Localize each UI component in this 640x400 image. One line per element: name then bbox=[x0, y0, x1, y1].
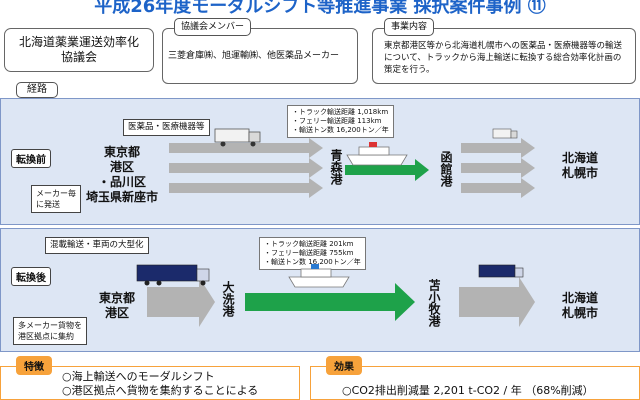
before-port2: 函館港 bbox=[439, 151, 453, 187]
after-note: 多メーカー貨物を 港区拠点に集約 bbox=[13, 317, 87, 345]
before-arrow-top-right bbox=[461, 138, 535, 158]
project-name-box: 北海道薬業運送効率化 協議会 bbox=[4, 28, 154, 72]
before-stat-truck: ・トラック輸送距離 1,018km bbox=[292, 108, 389, 116]
effects-item-1: ○CO2排出削減量 2,201 t-CO2 / 年 （68%削減） bbox=[342, 384, 594, 397]
before-arrow-mid-left bbox=[169, 158, 323, 178]
after-stat-truck: ・トラック輸送距離 201km bbox=[264, 240, 354, 248]
after-port1: 大洗港 bbox=[221, 281, 235, 317]
content-label: 事業内容 bbox=[384, 18, 435, 36]
features-list: ○海上輸送へのモーダルシフト ○港区拠点へ貨物を集約することによる bbox=[62, 370, 258, 398]
after-origin-line1: 東京都 bbox=[98, 291, 135, 305]
features-label: 特徴 bbox=[16, 356, 52, 375]
before-port1: 青森港 bbox=[329, 149, 343, 185]
project-name-line2: 協議会 bbox=[60, 50, 97, 64]
features-item-2: ○港区拠点へ貨物を集約することによる bbox=[62, 384, 259, 397]
before-cargo-tag: 医薬品・医療機器等 bbox=[123, 119, 210, 136]
content-box bbox=[372, 28, 636, 84]
after-destination: 北海道 札幌市 bbox=[545, 291, 615, 321]
members-box bbox=[162, 28, 358, 84]
before-arrow-top-left bbox=[169, 138, 323, 158]
content-text: 東京都港区等から北海道札幌市への医薬品・医療機器等の輸送について、トラックから海… bbox=[384, 41, 623, 75]
after-stat-tons: ・輸送トン数 16,200トン／年 bbox=[264, 258, 361, 266]
before-origin-line2: 港区 bbox=[109, 160, 134, 174]
after-truck-icon bbox=[136, 264, 210, 286]
before-origin-line1: 東京都 bbox=[103, 145, 140, 159]
before-stats: ・トラック輸送距離 1,018km ・フェリー輸送距離 113km ・輸送トン数… bbox=[287, 105, 394, 138]
before-label: 転換前 bbox=[11, 149, 51, 168]
after-destination-line2: 札幌市 bbox=[561, 306, 598, 320]
before-origin: 東京都 港区 ・品川区 埼玉県新座市 bbox=[77, 145, 167, 205]
route-label: 経路 bbox=[16, 82, 58, 98]
after-section: 転換後 東京都 港区 多メーカー貨物を 港区拠点に集約 混載輸送・車両の大型化 … bbox=[0, 228, 640, 352]
after-arrow-ferry bbox=[245, 283, 415, 321]
before-truck-icon bbox=[214, 128, 261, 147]
before-arrow-ferry bbox=[345, 159, 429, 181]
after-origin: 東京都 港区 bbox=[87, 291, 147, 321]
before-stat-tons: ・輸送トン数 16,200トン／年 bbox=[292, 126, 389, 134]
effects-list: ○CO2排出削減量 2,201 t-CO2 / 年 （68%削減） bbox=[342, 384, 594, 398]
members-text: 三菱倉庫㈱、旭運輸㈱、他医薬品メーカー bbox=[168, 51, 340, 61]
effects-label: 効果 bbox=[326, 356, 362, 375]
after-destination-line1: 北海道 bbox=[561, 291, 598, 305]
after-label: 転換後 bbox=[11, 267, 51, 286]
after-note-line2: 港区拠点に集約 bbox=[18, 332, 74, 341]
project-name-line1: 北海道薬業運送効率化 bbox=[18, 35, 139, 49]
features-item-1: ○海上輸送へのモーダルシフト bbox=[62, 370, 215, 383]
before-section: 転換前 東京都 港区 ・品川区 埼玉県新座市 メーカー毎 に発送 医薬品・医療機… bbox=[0, 98, 640, 225]
after-port2: 苫小牧港 bbox=[427, 279, 441, 327]
before-destination: 北海道 札幌市 bbox=[545, 151, 615, 181]
before-note-line2: に発送 bbox=[36, 200, 60, 209]
after-stat-ferry: ・フェリー輸送距離 755km bbox=[264, 249, 354, 257]
before-arrows bbox=[169, 128, 535, 198]
before-destination-line1: 北海道 bbox=[561, 151, 598, 165]
page-title: 平成26年度モーダルシフト等推進事業 採択案件事例 ⑪ bbox=[94, 0, 546, 14]
before-arrow-mid-right bbox=[461, 158, 535, 178]
after-arrow-left bbox=[147, 277, 215, 327]
before-ferry-icon bbox=[346, 142, 408, 166]
after-cargo-tag: 混載輸送・車両の大型化 bbox=[45, 237, 149, 254]
before-stat-ferry: ・フェリー輸送距離 113km bbox=[292, 117, 382, 125]
after-note-line1: 多メーカー貨物を bbox=[18, 321, 82, 330]
members-label: 協議会メンバー bbox=[174, 18, 252, 36]
before-origin-line3: ・品川区 bbox=[97, 175, 146, 189]
before-arrow-low-right bbox=[461, 178, 535, 198]
after-arrows bbox=[136, 264, 535, 327]
after-origin-line2: 港区 bbox=[104, 306, 129, 320]
after-truck-right-icon bbox=[478, 264, 524, 278]
before-note-line1: メーカー毎 bbox=[36, 189, 76, 198]
before-destination-line2: 札幌市 bbox=[561, 166, 598, 180]
after-ferry-icon bbox=[288, 264, 350, 288]
before-arrow-low-left bbox=[169, 178, 323, 198]
before-origin-line4: 埼玉県新座市 bbox=[85, 190, 158, 204]
before-truck-right-icon bbox=[492, 128, 518, 139]
after-arrow-right bbox=[459, 277, 535, 327]
before-note: メーカー毎 に発送 bbox=[31, 185, 81, 213]
